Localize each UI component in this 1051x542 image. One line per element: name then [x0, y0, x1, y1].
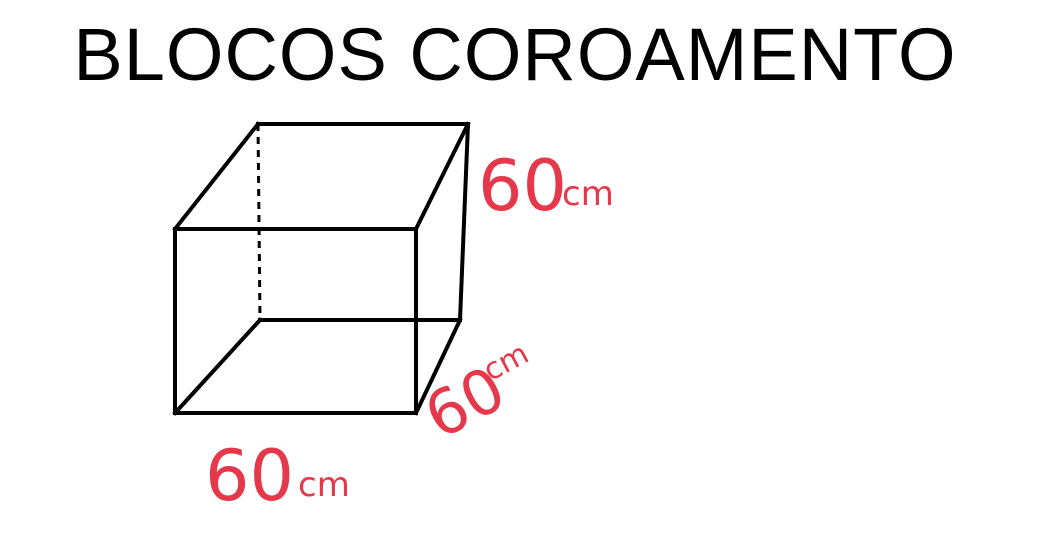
height-value: 60 — [478, 145, 567, 227]
width-value: 60 — [205, 435, 294, 517]
top-right-diagonal — [413, 121, 471, 232]
depth-label: 60 cm — [413, 336, 535, 453]
height-unit: cm — [562, 174, 614, 214]
width-label: 60 cm — [205, 435, 350, 517]
top-left-diagonal — [172, 121, 261, 232]
height-label: 60 cm — [478, 145, 614, 227]
hidden-back-edge — [256, 123, 262, 321]
front-face — [173, 227, 418, 415]
right-back-edge — [457, 121, 471, 323]
page-title: BLOCOS COROAMENTO — [73, 13, 957, 96]
bottom-right-diagonal — [413, 317, 463, 416]
width-unit: cm — [298, 465, 350, 505]
back-bottom-left-diagonal — [172, 317, 263, 416]
